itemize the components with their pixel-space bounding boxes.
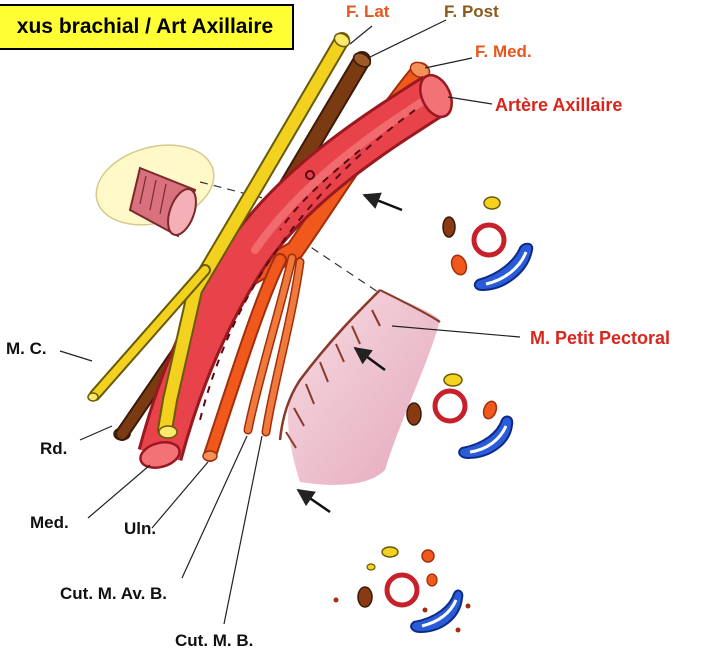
label-f-lat: F. Lat bbox=[346, 3, 389, 20]
pectoralis-minor-muscle bbox=[280, 290, 440, 485]
muscle-stump bbox=[87, 133, 223, 239]
label-cut-m-av-b: Cut. M. Av. B. bbox=[60, 585, 167, 602]
cross-section-3 bbox=[334, 547, 471, 633]
cross-section-1 bbox=[443, 197, 532, 290]
label-f-med: F. Med. bbox=[475, 43, 532, 60]
label-rd: Rd. bbox=[40, 440, 67, 457]
label-f-post: F. Post bbox=[444, 3, 499, 20]
figure-title: xus brachial / Art Axillaire bbox=[0, 4, 294, 50]
label-med: Med. bbox=[30, 514, 69, 531]
label-cut-m-b: Cut. M. B. bbox=[175, 632, 253, 649]
label-uln: Uln. bbox=[124, 520, 156, 537]
cross-section-2 bbox=[407, 374, 512, 458]
label-m-c: M. C. bbox=[6, 340, 47, 357]
label-m-petit-pectoral: M. Petit Pectoral bbox=[530, 329, 670, 347]
label-artere-axillaire: Artère Axillaire bbox=[495, 96, 622, 114]
